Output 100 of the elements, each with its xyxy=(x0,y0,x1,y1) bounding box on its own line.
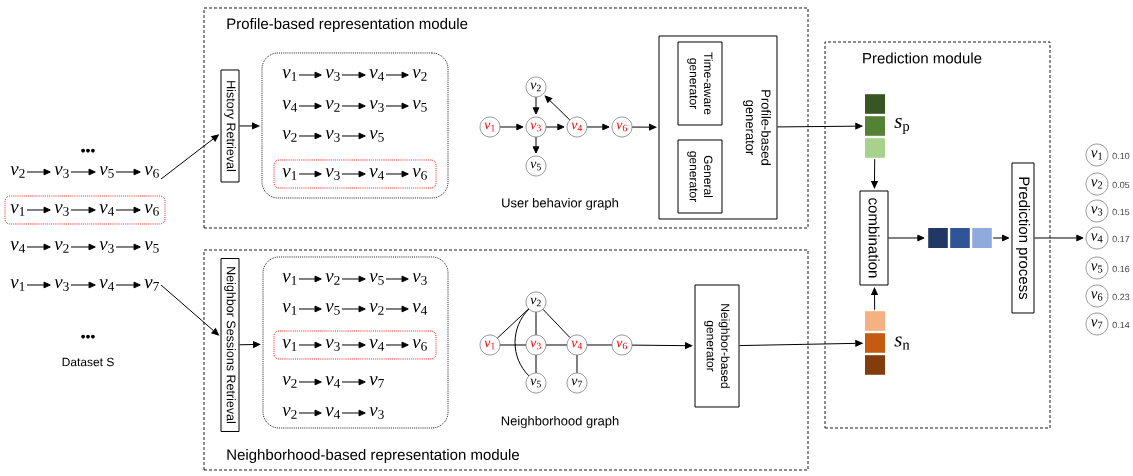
line xyxy=(514,308,530,377)
arrow xyxy=(499,123,524,131)
line xyxy=(535,311,537,336)
session-list-box xyxy=(262,256,449,429)
item-label: v$_{2}$ xyxy=(10,166,25,178)
arrow xyxy=(992,234,1010,242)
line xyxy=(535,354,537,374)
item-label: v$_{2}$ xyxy=(282,407,297,419)
graph-caption: Neighborhood graph xyxy=(501,415,619,429)
score-label: 0.05 xyxy=(1112,181,1130,189)
arrow xyxy=(115,206,141,214)
item-label: v$_{1}$ xyxy=(10,204,25,216)
arrow xyxy=(26,206,51,214)
process-box: Time-aware generator xyxy=(677,41,723,126)
arrow xyxy=(115,243,141,251)
item-label: v$_{5}$ xyxy=(144,241,159,253)
vector-label: s$_{p}$ xyxy=(894,117,910,135)
line xyxy=(496,308,530,339)
item-label: v$_{3}$ xyxy=(369,407,384,419)
arrow xyxy=(298,275,322,283)
item-label: v$_{2}$ xyxy=(412,69,427,81)
arrow xyxy=(341,170,366,178)
arrow xyxy=(532,96,540,115)
score-label: 0.15 xyxy=(1112,208,1130,216)
arrow xyxy=(385,305,409,313)
item-label: v$_{3}$ xyxy=(325,168,340,180)
arrow xyxy=(631,342,693,349)
arrow xyxy=(298,305,322,313)
score-label: 0.10 xyxy=(1112,152,1130,160)
arrow xyxy=(341,132,366,140)
arrow xyxy=(341,409,366,417)
item-label: v$_{4}$ xyxy=(325,376,341,388)
session-list-box xyxy=(261,52,449,199)
arrow xyxy=(160,134,219,180)
arrow xyxy=(239,341,261,348)
score-label: 0.17 xyxy=(1112,235,1130,243)
arrow xyxy=(586,123,610,131)
item-label: v$_{4}$ xyxy=(10,241,26,253)
item-label: v$_{3}$ xyxy=(325,339,340,351)
arrow xyxy=(1034,234,1084,242)
item-label: v$_{1}$ xyxy=(10,279,25,291)
arrow xyxy=(115,168,141,176)
ellipsis: ••• xyxy=(81,334,95,339)
arrow xyxy=(871,287,878,311)
item-label: v$_{7}$ xyxy=(144,279,159,291)
arrow xyxy=(160,284,219,336)
arrow xyxy=(888,234,925,242)
item-label: v$_{6}$ xyxy=(412,168,427,180)
item-label: v$_{3}$ xyxy=(54,204,69,216)
arrow xyxy=(341,305,366,313)
vector-drawing xyxy=(928,228,992,248)
arrow xyxy=(115,281,141,289)
score-label: 0.16 xyxy=(1112,265,1130,273)
arrow xyxy=(298,71,322,79)
item-label: v$_{5}$ xyxy=(369,273,384,285)
score-label: 0.23 xyxy=(1112,293,1130,301)
item-label: v$_{5}$ xyxy=(99,166,114,178)
item-label: v$_{2}$ xyxy=(369,303,384,315)
item-label: v$_{2}$ xyxy=(282,130,297,142)
arrow xyxy=(298,341,322,349)
process-box: combination xyxy=(859,190,889,286)
item-label: v$_{1}$ xyxy=(282,168,297,180)
arrow xyxy=(70,206,96,214)
arrow xyxy=(298,132,322,140)
item-label: v$_{1}$ xyxy=(282,303,297,315)
highlight-box xyxy=(273,159,437,189)
item-label: v$_{6}$ xyxy=(144,204,159,216)
item-label: v$_{3}$ xyxy=(99,241,114,253)
process-box: Neighbor-based generator xyxy=(694,284,740,408)
item-label: v$_{7}$ xyxy=(369,376,384,388)
line xyxy=(586,344,613,346)
item-label: v$_{4}$ xyxy=(412,303,428,315)
arrow xyxy=(385,170,409,178)
item-label: v$_{4}$ xyxy=(369,69,385,81)
arrow xyxy=(26,281,51,289)
arrow xyxy=(545,123,565,131)
arrow xyxy=(298,170,322,178)
arrow xyxy=(341,275,366,283)
arrow xyxy=(341,341,366,349)
line xyxy=(499,344,527,346)
item-label: v$_{2}$ xyxy=(54,241,69,253)
item-label: v$_{6}$ xyxy=(412,339,427,351)
item-label: v$_{1}$ xyxy=(282,273,297,285)
item-label: v$_{4}$ xyxy=(99,204,115,216)
arrow xyxy=(26,168,51,176)
arrow xyxy=(341,378,366,386)
item-label: v$_{5}$ xyxy=(325,303,340,315)
highlight-box xyxy=(273,330,437,360)
item-label: v$_{4}$ xyxy=(369,168,385,180)
line xyxy=(545,344,568,346)
item-label: v$_{1}$ xyxy=(282,69,297,81)
item-label: v$_{5}$ xyxy=(412,100,427,112)
item-label: v$_{3}$ xyxy=(325,130,340,142)
arrow xyxy=(871,158,878,189)
item-label: v$_{1}$ xyxy=(282,339,297,351)
arrow xyxy=(26,243,51,251)
arrow xyxy=(385,102,409,110)
item-label: v$_{2}$ xyxy=(325,100,340,112)
item-label: v$_{4}$ xyxy=(369,339,385,351)
item-label: v$_{3}$ xyxy=(54,166,69,178)
